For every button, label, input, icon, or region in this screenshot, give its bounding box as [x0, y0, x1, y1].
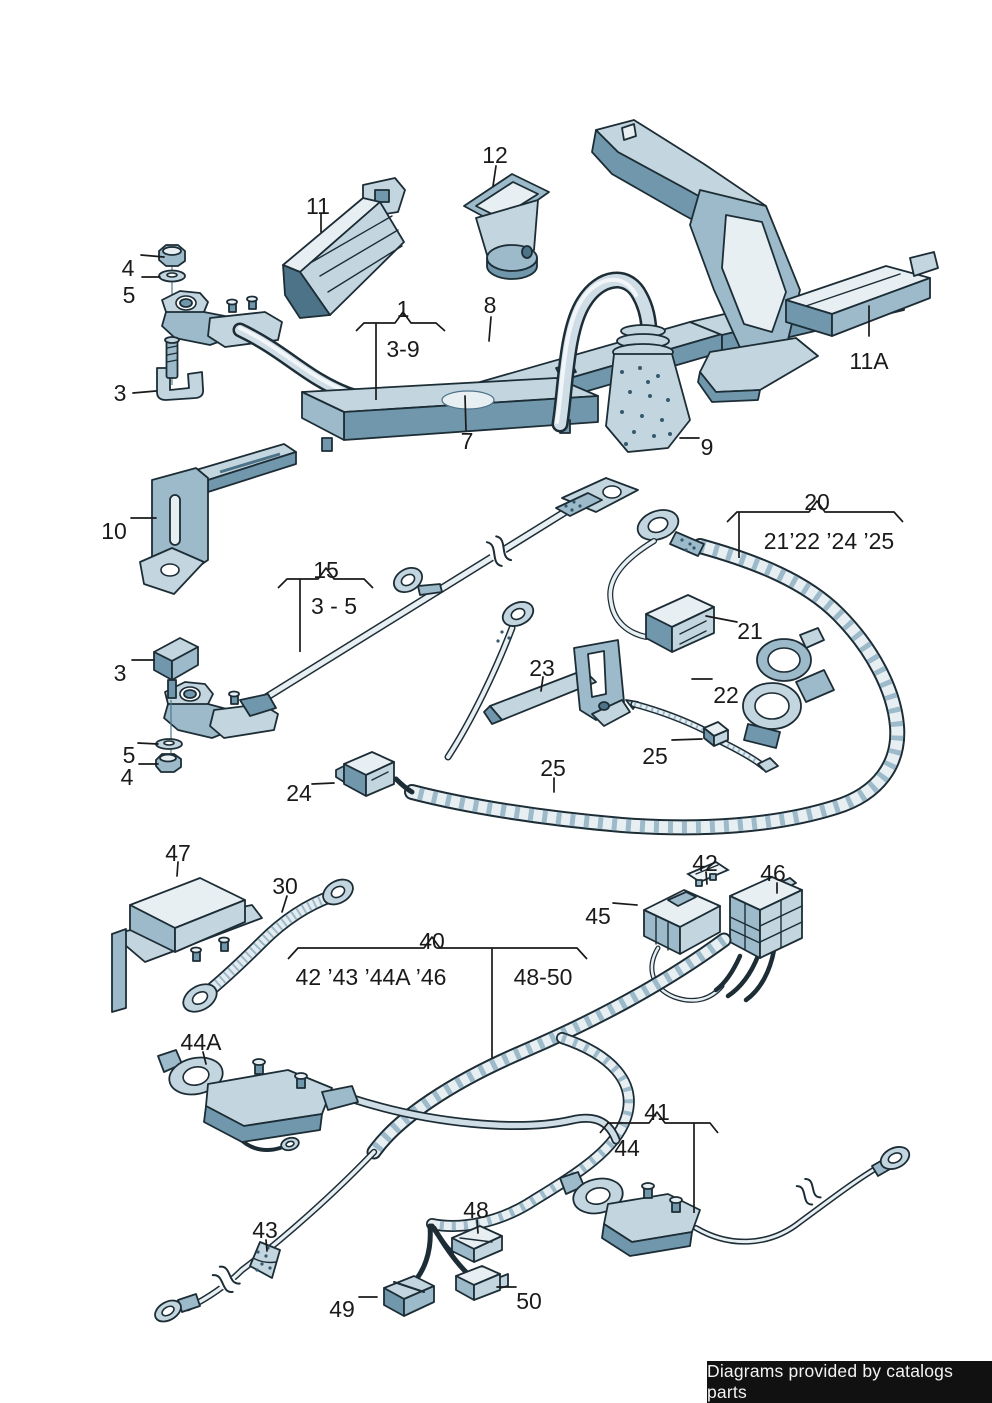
provider-footer-bar: Diagrams provided by catalogs parts: [707, 1361, 992, 1403]
break-symbol: [793, 1178, 822, 1208]
part-boot-9: [605, 324, 691, 453]
part-cable-tie-25: [625, 699, 779, 773]
part-connector-24: [335, 751, 395, 797]
part-module-47: [111, 877, 263, 1013]
part-nut-top: [158, 244, 186, 267]
ring-terminal-20b: [501, 601, 535, 627]
callout-7: 7: [461, 428, 474, 454]
bracket-41: [599, 1111, 719, 1134]
part-battery-terminal-15: [163, 681, 279, 739]
part-channel-7: [301, 377, 599, 452]
callout-42: 42: [692, 850, 718, 876]
callout-12: 12: [482, 142, 508, 168]
part-connector-49: [383, 1275, 435, 1317]
callout-15: 15: [313, 557, 339, 583]
part-terminal-44-cable-41: [559, 1146, 911, 1257]
part-clip-22: [742, 627, 835, 749]
bracket-15: [277, 567, 374, 589]
provider-footer-text: Diagrams provided by catalogs parts: [707, 1361, 954, 1402]
callout-45: 45: [585, 903, 611, 929]
callout-47: 47: [165, 840, 191, 866]
callout-3-top: 3: [114, 380, 127, 406]
part-funnel-12: [463, 173, 550, 280]
bracket-20: [726, 500, 904, 523]
part-bracket-10: [139, 443, 297, 595]
part-terminal-44a: [157, 1049, 621, 1152]
part-cover-3-mid: [153, 637, 199, 699]
callout-46: 46: [760, 860, 786, 886]
part-fork-bracket-23: [483, 639, 631, 727]
part-connector-50: [455, 1265, 509, 1301]
part-bolt-clamp-top: [156, 336, 205, 401]
callout-20: 20: [804, 489, 830, 515]
part-nut-mid: [155, 753, 182, 773]
callout-8: 8: [484, 292, 497, 318]
part-fuse-holder-45: [643, 889, 725, 1003]
callout-40-parts-a: 42 ’43 ’44A ’46: [296, 964, 447, 990]
part-grommet-43: [249, 1241, 281, 1279]
callout-21: 21: [737, 618, 763, 644]
callout-43: 43: [252, 1217, 278, 1243]
cable-arch: [551, 271, 658, 433]
callout-44a: 44A: [181, 1029, 223, 1055]
callout-48: 48: [463, 1197, 489, 1223]
part-connector-48: [451, 1225, 503, 1263]
callout-5-mid: 5: [123, 742, 136, 768]
part-cover-11: [282, 177, 406, 319]
callout-11a: 11A: [849, 348, 889, 374]
part-ground-strap-30: [182, 878, 354, 1013]
callout-50: 50: [516, 1288, 542, 1314]
callout-41: 41: [644, 1099, 670, 1125]
break-symbol: [482, 535, 513, 569]
callout-11: 11: [306, 193, 330, 219]
part-group-top-assembly: [156, 244, 923, 453]
part-guide-11a: [591, 119, 939, 403]
grouping-brackets: [277, 311, 904, 1213]
callout-24: 24: [286, 780, 312, 806]
ring-lug-15: [392, 566, 424, 594]
part-fuse-42: [686, 860, 730, 887]
bracket-40: [287, 936, 588, 960]
callout-25-tie: 25: [642, 743, 668, 769]
part-washer-mid: [155, 738, 183, 750]
part-washer-top: [158, 269, 186, 283]
callout-9: 9: [701, 434, 714, 460]
part-connector-21: [645, 594, 715, 653]
part-harness-20: [393, 509, 906, 836]
bracket-1: [355, 311, 446, 332]
callout-10: 10: [101, 518, 127, 544]
ring-terminal-20: [636, 509, 680, 541]
callout-25-wrap: 25: [540, 755, 566, 781]
callout-4-top: 4: [122, 255, 135, 281]
callout-4-mid: 4: [121, 764, 134, 790]
part-cable-15: [153, 477, 639, 773]
callout-30: 30: [272, 873, 298, 899]
callout-40-parts-b: 48-50: [514, 964, 573, 990]
leader-lines: [130, 165, 870, 1298]
callout-22: 22: [713, 682, 739, 708]
callout-20-parts: 21’22 ’24 ’25: [764, 528, 894, 554]
callout-44: 44: [614, 1135, 640, 1161]
callout-labels: 4 5 3 11 12 1 3-9 8 7 9 11A 10 15 3 - 5 …: [101, 142, 894, 1322]
callout-3-mid: 3: [114, 660, 127, 686]
callout-5-top: 5: [123, 282, 136, 308]
callout-3-9: 3-9: [386, 336, 419, 362]
callout-3-5: 3 - 5: [311, 593, 357, 619]
callout-40: 40: [419, 928, 445, 954]
callout-1: 1: [397, 296, 410, 322]
break-symbol: [209, 1265, 241, 1296]
part-connector-46: [713, 876, 803, 1003]
callout-49: 49: [329, 1296, 355, 1322]
callout-23: 23: [529, 655, 555, 681]
